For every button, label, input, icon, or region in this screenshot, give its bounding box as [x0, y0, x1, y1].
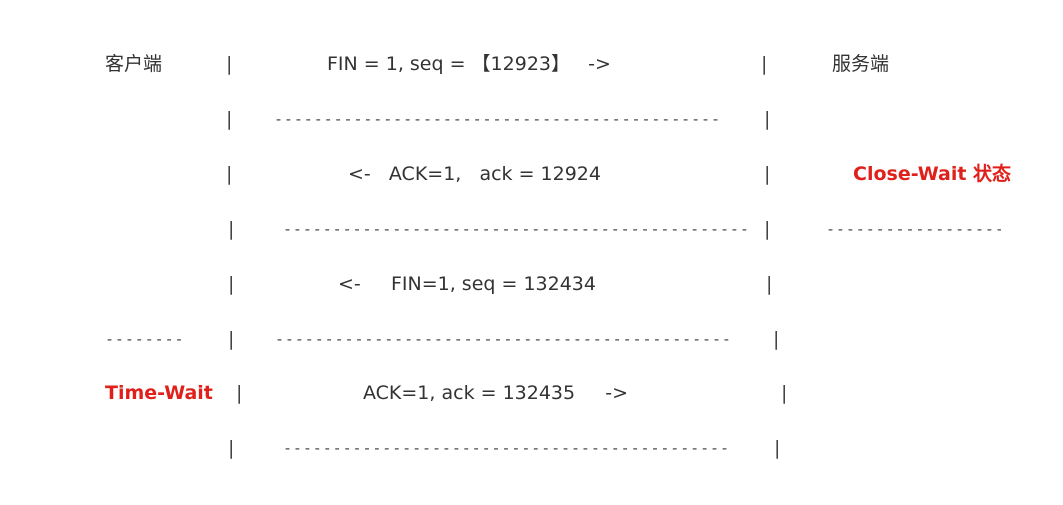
left-separator: | — [228, 328, 235, 350]
server-label: 服务端 — [832, 53, 890, 75]
final-ack-message: ACK=1, ack = 132435 -> — [363, 382, 629, 404]
dashed-line: ----------------------------------------… — [275, 330, 732, 348]
right-separator: | — [764, 218, 771, 240]
right-separator: | — [774, 437, 781, 459]
server-dashed-line: -------------------- — [826, 220, 1001, 238]
ack-message: <- ACK=1, ack = 12924 — [348, 163, 601, 185]
fin-message-server: <- FIN=1, seq = 132434 — [338, 273, 596, 295]
left-separator: | — [228, 437, 235, 459]
left-separator: | — [236, 382, 243, 404]
left-separator: | — [228, 218, 235, 240]
dashed-line: ----------------------------------------… — [283, 439, 728, 457]
fin-message: FIN = 1, seq = 【12923】 -> — [327, 53, 611, 75]
left-separator: | — [226, 108, 233, 130]
client-label: 客户端 — [105, 53, 163, 75]
right-separator: | — [764, 163, 771, 185]
dashed-line: ----------------------------------------… — [283, 220, 747, 238]
left-separator: | — [228, 273, 235, 295]
left-separator: | — [226, 163, 233, 185]
client-dashed-line: --------- — [105, 330, 185, 348]
right-separator: | — [773, 328, 780, 350]
time-wait-state-label: Time-Wait — [105, 382, 213, 404]
right-separator: | — [781, 382, 788, 404]
right-separator: | — [761, 53, 768, 75]
right-separator: | — [766, 273, 773, 295]
left-separator: | — [226, 53, 233, 75]
right-separator: | — [764, 108, 771, 130]
close-wait-state-label: Close-Wait 状态 — [853, 163, 1012, 185]
dashed-line: ----------------------------------------… — [274, 110, 722, 128]
